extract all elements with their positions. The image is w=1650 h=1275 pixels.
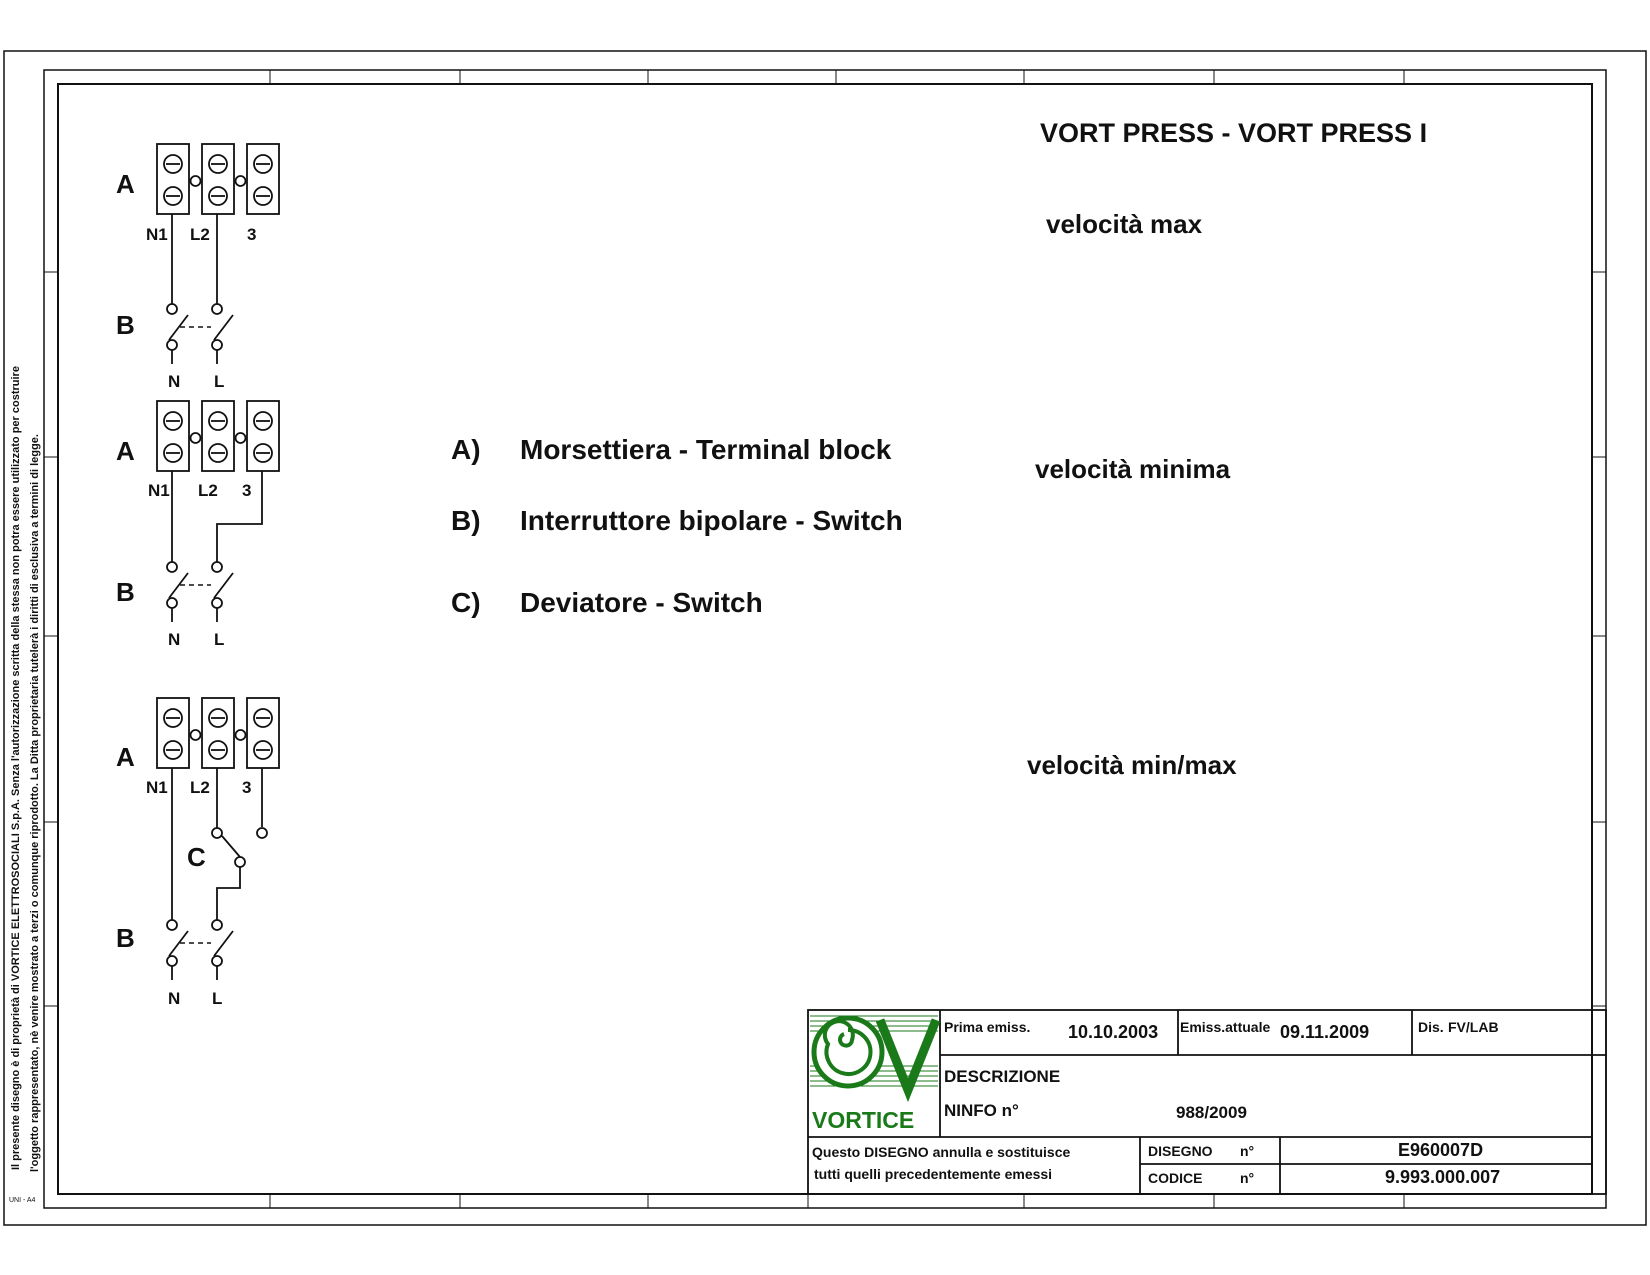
switch-blade xyxy=(168,572,189,599)
terminal-block-1 xyxy=(156,143,280,215)
bipolar-switch-1 xyxy=(166,303,234,364)
bridge-icon xyxy=(189,175,202,187)
prima-emiss-label: Prima emiss. xyxy=(944,1019,1030,1035)
legend-text-b: Interruttore bipolare - Switch xyxy=(520,505,903,536)
label-3-2: 3 xyxy=(242,481,251,500)
label-l-3: L xyxy=(212,989,222,1008)
label-3-1: 3 xyxy=(247,225,256,244)
legend-text-c: Deviatore - Switch xyxy=(520,587,763,618)
switch-contact-icon xyxy=(211,919,223,931)
label-l-1: L xyxy=(214,372,224,391)
label-n1-3: N1 xyxy=(146,778,168,797)
dis-label: Dis. xyxy=(1418,1019,1444,1035)
brand-name: VORTICE xyxy=(812,1107,914,1133)
legend-text-a: Morsettiera - Terminal block xyxy=(520,434,892,465)
speed-label-max: velocità max xyxy=(1046,209,1203,239)
bridge-icon xyxy=(234,432,247,444)
ninfo-label: NINFO n° xyxy=(944,1101,1019,1120)
page-title: VORT PRESS - VORT PRESS I xyxy=(1040,118,1427,148)
switch-blade xyxy=(168,930,189,957)
title-block xyxy=(807,1009,1607,1195)
switch-blade xyxy=(213,314,234,341)
label-terminal-a-2: A xyxy=(116,436,135,466)
note-line-1: Questo DISEGNO annulla e sostituisce xyxy=(812,1144,1070,1160)
disegno-n-label: n° xyxy=(1240,1143,1254,1159)
switch-contact-icon xyxy=(211,955,223,967)
terminal-block-3 xyxy=(156,697,280,769)
note-line-2: tutti quelli precedentemente emessi xyxy=(814,1166,1052,1182)
disegno-label: DISEGNO xyxy=(1148,1143,1213,1159)
disegno-value: E960007D xyxy=(1398,1140,1483,1160)
label-switch-b-3: B xyxy=(116,923,135,953)
switch-contact-icon xyxy=(166,919,178,931)
label-l2-1: L2 xyxy=(190,225,210,244)
label-n-3: N xyxy=(168,989,180,1008)
label-3-3: 3 xyxy=(242,778,251,797)
speed-label-minmax: velocità min/max xyxy=(1027,750,1237,780)
vortice-logo: VORTICE xyxy=(810,1015,941,1133)
label-switch-b-2: B xyxy=(116,577,135,607)
switch-contact-icon xyxy=(166,597,178,609)
switch-contact-icon xyxy=(166,955,178,967)
legend-key-c: C) xyxy=(451,587,481,618)
codice-value: 9.993.000.007 xyxy=(1385,1167,1500,1187)
codice-label: CODICE xyxy=(1148,1170,1202,1186)
switch-contact-icon xyxy=(166,339,178,351)
label-deviator-c: C xyxy=(187,842,206,872)
codice-n-label: n° xyxy=(1240,1170,1254,1186)
label-l-2: L xyxy=(214,630,224,649)
switch-contact-icon xyxy=(166,303,178,315)
dis-value: FV/LAB xyxy=(1448,1019,1499,1035)
switch-contact-icon xyxy=(211,303,223,315)
label-n-2: N xyxy=(168,630,180,649)
switch-blade xyxy=(213,572,234,599)
label-terminal-a-1: A xyxy=(116,169,135,199)
bridge-icon xyxy=(234,175,247,187)
label-terminal-a-3: A xyxy=(116,742,135,772)
switch-blade xyxy=(168,314,189,341)
emiss-attuale-value: 09.11.2009 xyxy=(1280,1022,1369,1042)
logo-swirl-icon xyxy=(811,1015,941,1103)
label-l2-2: L2 xyxy=(198,481,218,500)
terminal-block-2 xyxy=(156,400,280,472)
label-n1-2: N1 xyxy=(148,481,170,500)
switch-contact-icon xyxy=(211,597,223,609)
legend-key-a: A) xyxy=(451,434,481,465)
bipolar-switch-2 xyxy=(166,561,234,622)
label-n-1: N xyxy=(168,372,180,391)
ninfo-value: 988/2009 xyxy=(1176,1103,1247,1122)
legend-key-b: B) xyxy=(451,505,481,536)
legal-notice-line-2: l'oggetto rappresentato, nè venire mostr… xyxy=(29,434,41,1172)
switch-blade xyxy=(213,930,234,957)
speed-label-min: velocità minima xyxy=(1035,454,1231,484)
legal-notice-line-1: Il presente disegno è di proprietà di VO… xyxy=(10,366,22,1170)
bridge-icon xyxy=(234,729,247,741)
paper-format-label: UNI - A4 xyxy=(9,1197,36,1204)
legend: A) Morsettiera - Terminal block B) Inter… xyxy=(451,434,903,618)
switch-contact-icon xyxy=(211,339,223,351)
bridge-icon xyxy=(189,729,202,741)
wiring-diagram-min xyxy=(171,456,263,562)
descrizione-label: DESCRIZIONE xyxy=(944,1067,1060,1086)
prima-emiss-value: 10.10.2003 xyxy=(1068,1022,1158,1042)
switch-contact-icon xyxy=(166,561,178,573)
label-n1-1: N1 xyxy=(146,225,168,244)
label-l2-3: L2 xyxy=(190,778,210,797)
emiss-attuale-label: Emiss.attuale xyxy=(1180,1019,1270,1035)
bridge-icon xyxy=(189,432,202,444)
bipolar-switch-3 xyxy=(166,919,234,980)
switch-contact-icon xyxy=(211,561,223,573)
label-switch-b-1: B xyxy=(116,310,135,340)
wiring-diagram-minmax xyxy=(171,752,268,920)
